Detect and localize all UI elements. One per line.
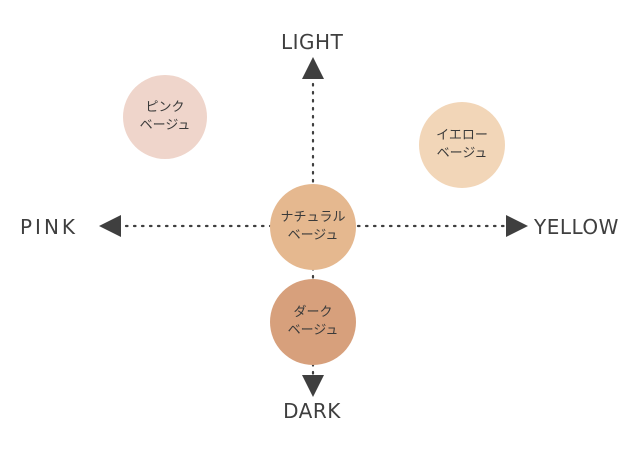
swatch-yellow-beige: イエロー ベージュ (419, 102, 505, 188)
swatch-pink-beige: ピンク ベージュ (123, 75, 207, 159)
axis-label-pink: PINK (20, 215, 79, 239)
swatch-yellow-beige-label: イエロー ベージュ (436, 128, 488, 161)
swatch-pink-beige-label: ピンク ベージュ (139, 100, 191, 133)
axis-label-dark: DARK (283, 399, 341, 423)
axis-label-yellow: YELLOW (534, 215, 619, 239)
axis-label-light: LIGHT (281, 30, 344, 54)
swatch-dark-beige: ダーク ベージュ (270, 279, 356, 365)
swatch-dark-beige-label: ダーク ベージュ (287, 305, 339, 338)
swatch-natural-beige-label: ナチュラル ベージュ (280, 210, 346, 243)
swatch-natural-beige: ナチュラル ベージュ (270, 184, 356, 270)
